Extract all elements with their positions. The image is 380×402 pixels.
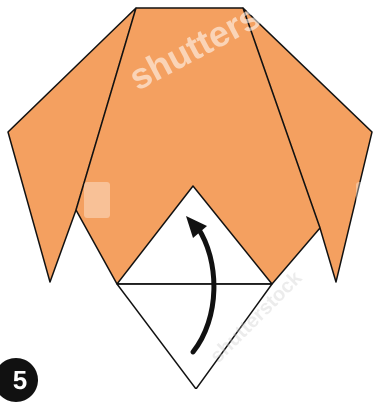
- step-number: 5: [13, 365, 27, 396]
- step-number-badge: 5: [0, 358, 38, 402]
